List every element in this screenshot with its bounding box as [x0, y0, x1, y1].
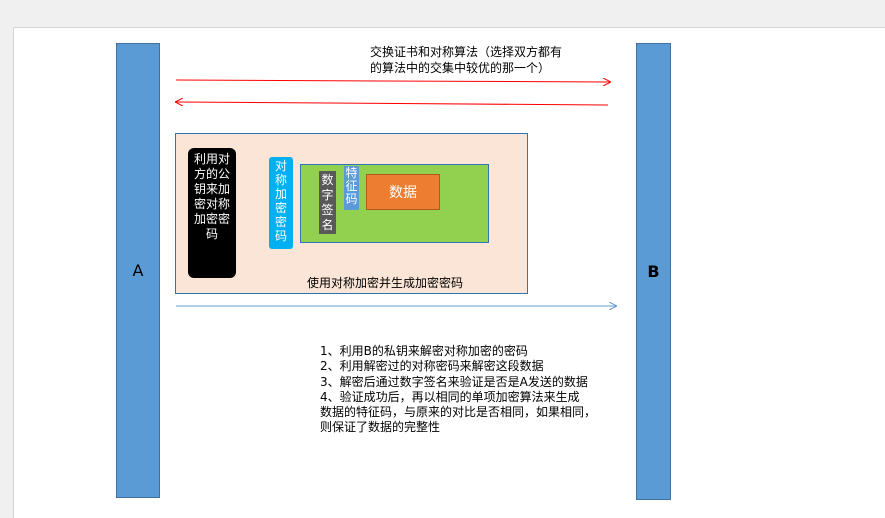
- decryption-steps: 1、利用B的私钥来解密对称加密的密码 2、利用解密过的对称密码来解密这段数据 3…: [320, 344, 620, 436]
- party-b-label: B: [647, 262, 660, 281]
- exchange-note-line2: 的算法中的交集中较优的那一个）: [370, 61, 551, 75]
- party-b-bar: B: [636, 43, 671, 500]
- step-line: 数据的特征码，与原来的对比是否相同，如果相同，: [320, 405, 597, 420]
- exchange-note: 交换证书和对称算法（选择双方都有 的算法中的交集中较优的那一个）: [370, 44, 562, 76]
- exchange-note-line1: 交换证书和对称算法（选择双方都有: [370, 45, 563, 59]
- step-line: 4、验证成功后，再以相同的单项加密算法来生成: [320, 389, 580, 404]
- party-a-label: A: [132, 261, 144, 280]
- public-key-encryption-box: 利用对方的公钥来加密对称加密密码: [188, 148, 236, 278]
- party-a-bar: A: [116, 43, 160, 498]
- step-line: 3、解密后通过数字签名来验证是否是A发送的数据: [320, 374, 588, 389]
- step-line: 2、利用解密过的对称密码来解密这段数据: [320, 359, 544, 374]
- data-box: 数据: [366, 174, 440, 210]
- digital-signature-box: 数字签名: [319, 171, 336, 234]
- symmetric-key-box: 对称加密密码: [269, 157, 293, 249]
- step-line: 则保证了数据的完整性: [320, 420, 441, 435]
- envelope-caption: 使用对称加密并生成加密密码: [307, 276, 464, 290]
- data-label: 数据: [389, 185, 417, 201]
- step-line: 1、利用B的私钥来解密对称加密的密码: [320, 344, 528, 358]
- feature-code-box: 特征码: [344, 166, 359, 210]
